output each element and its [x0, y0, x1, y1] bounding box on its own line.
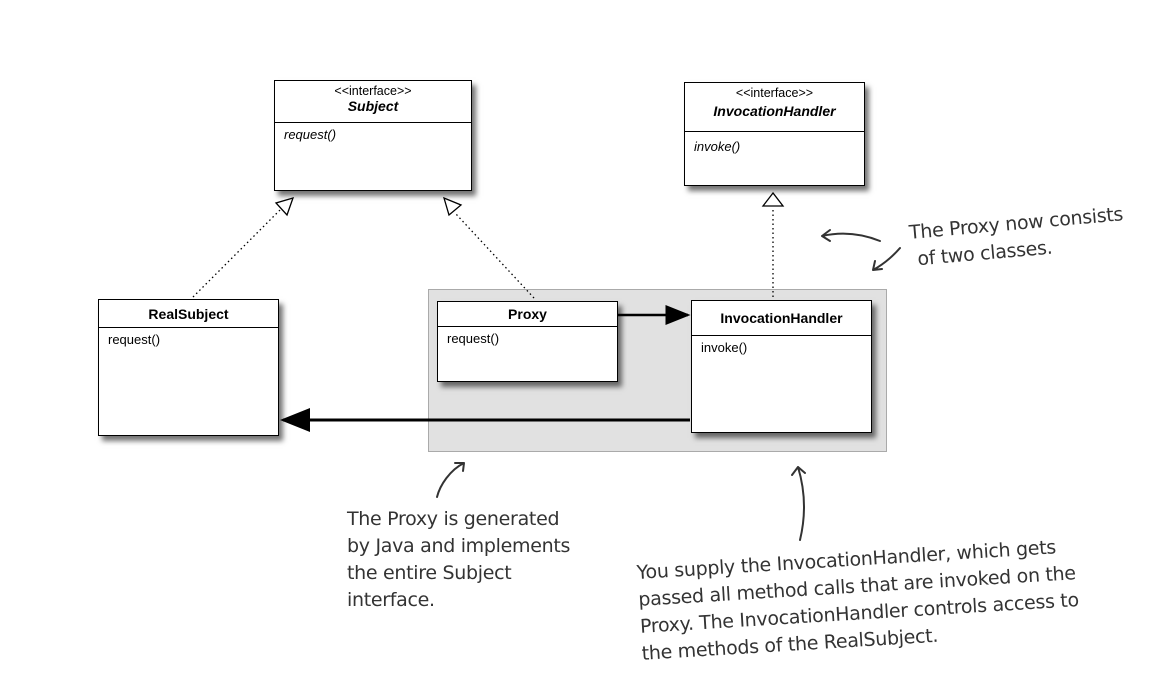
operation: invoke()	[701, 340, 748, 355]
class-name: Subject	[347, 98, 399, 114]
note-generated: The Proxy is generated by Java and imple…	[347, 506, 570, 614]
triangle-arrow-icon	[274, 197, 295, 217]
note-line: interface.	[347, 589, 435, 611]
realization-proxy-subject	[455, 213, 535, 299]
hand-arrow-icon	[791, 466, 806, 541]
hand-arrow-icon	[821, 229, 881, 242]
invocationhandler-interface-box: <<interface>> InvocationHandler invoke()	[684, 82, 865, 186]
invocationhandler-class-box: InvocationHandler invoke()	[691, 300, 872, 433]
note-line: by Java and implements	[347, 535, 571, 557]
triangle-arrow-icon	[442, 196, 463, 217]
stereotype-label: <<interface>>	[735, 86, 814, 100]
realsubject-class-box: RealSubject request()	[98, 299, 279, 436]
class-name: InvocationHandler	[713, 103, 836, 119]
note-line: the entire Subject	[347, 562, 512, 584]
class-name: RealSubject	[99, 300, 278, 328]
class-name: InvocationHandler	[692, 301, 871, 336]
subject-interface-box: <<interface>> Subject request()	[274, 80, 472, 191]
triangle-arrow-icon	[761, 191, 785, 207]
proxy-class-box: Proxy request()	[437, 301, 618, 382]
operation: request()	[108, 332, 161, 347]
operation: request()	[447, 331, 500, 346]
hand-arrow-icon	[436, 462, 465, 498]
class-name: Proxy	[438, 302, 617, 327]
note-line: The Proxy is generated	[347, 508, 560, 530]
hand-arrow-icon	[872, 247, 901, 271]
operation: request()	[284, 127, 337, 142]
stereotype-label: <<interface>>	[334, 84, 412, 98]
realization-realsubject-subject	[192, 209, 281, 298]
operation: invoke()	[694, 139, 741, 154]
